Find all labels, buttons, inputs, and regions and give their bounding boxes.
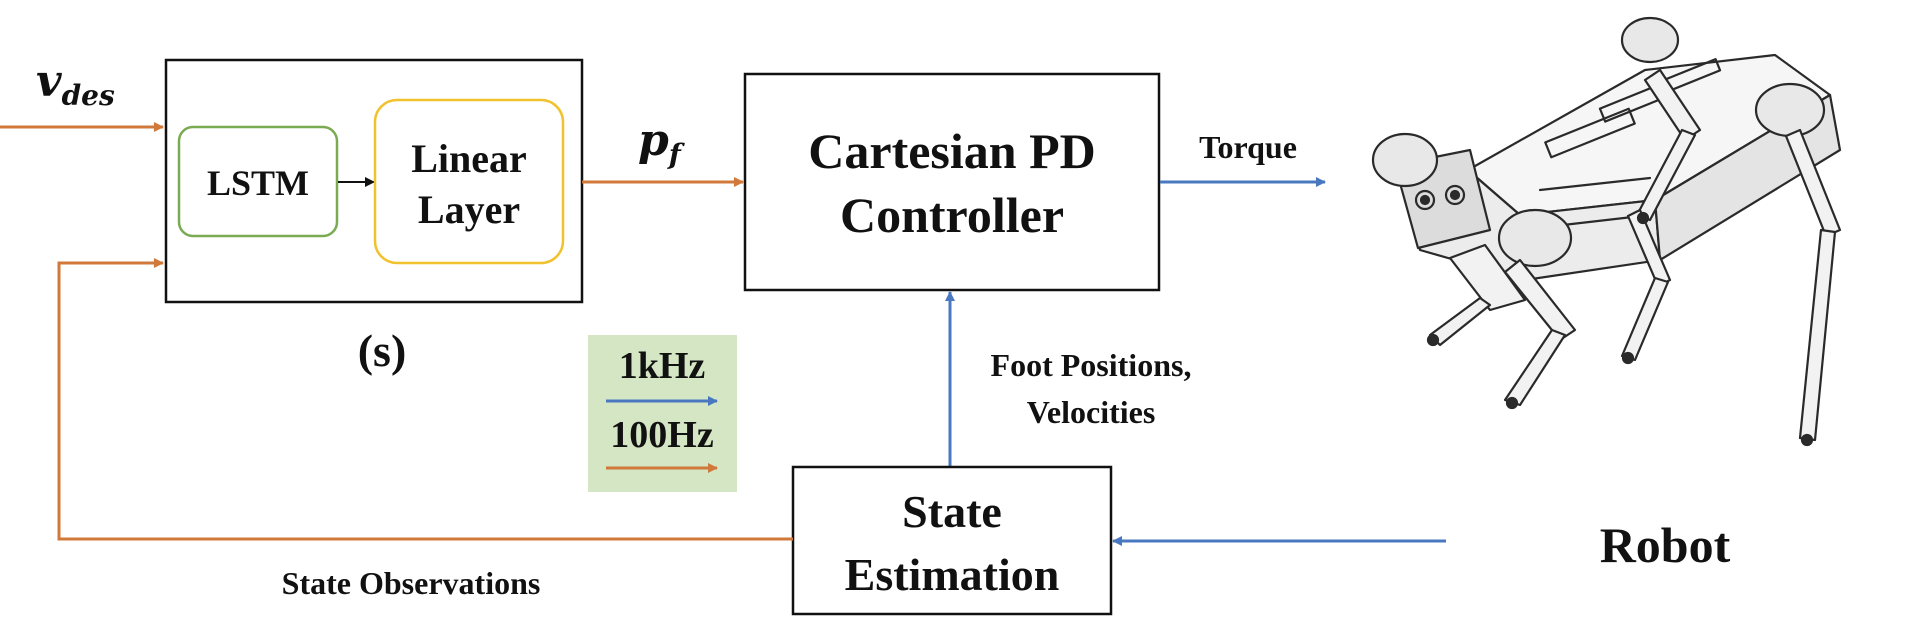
torque-label: Torque (1199, 129, 1297, 165)
state-estimation-label-line2: Estimation (845, 549, 1060, 600)
linear-layer-label-line1: Linear (411, 136, 527, 181)
legend-slow-rate-label: 100Hz (610, 414, 714, 456)
pd-controller-label-line1: Cartesian PD (808, 123, 1095, 179)
policy-caption: (s) (358, 325, 407, 376)
quadruped-robot-icon (1371, 16, 1842, 447)
pd-controller-box (743, 72, 1161, 292)
foot-target-label: pf (638, 115, 686, 171)
legend-fast-rate-label: 1kHz (619, 345, 706, 387)
robot-label: Robot (1600, 517, 1731, 573)
pd-controller-label-line2: Controller (840, 187, 1064, 243)
velocity-command-label: vdes (36, 56, 115, 112)
foot-state-label-line1: Foot Positions, (991, 347, 1192, 383)
linear-layer-label-line2: Layer (418, 187, 520, 232)
state-observations-feedback-arrow (57, 258, 793, 541)
foot-state-label-line2: Velocities (1027, 394, 1156, 430)
state-estimation-label-line1: State (902, 486, 1002, 537)
lstm-box (177, 125, 339, 238)
lstm-label: LSTM (207, 163, 309, 203)
state-estimation-box (791, 465, 1113, 616)
state-observations-label: State Observations (282, 565, 541, 601)
linear-layer-box (373, 98, 565, 265)
